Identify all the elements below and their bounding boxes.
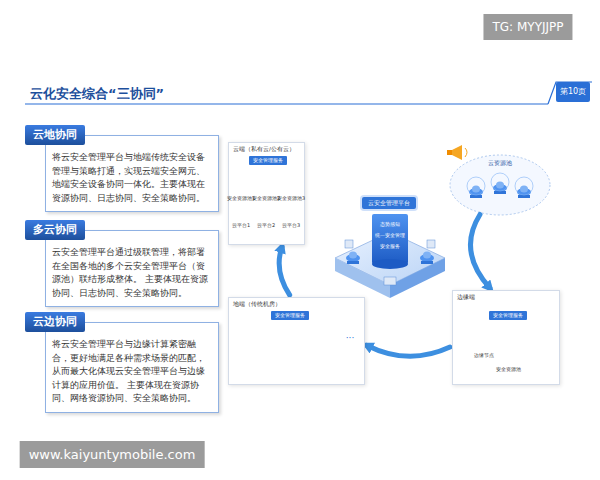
- section-tab: 多云协同: [25, 220, 85, 240]
- platform-name: 云平台2: [257, 222, 275, 229]
- service-label: 安全管理服务: [275, 312, 305, 319]
- panel-heading: 边缘端: [457, 294, 555, 301]
- platform-name: 云平台1: [232, 222, 250, 229]
- service-box: 安全管理服务: [489, 311, 527, 320]
- page-number: 第10页: [556, 82, 590, 102]
- cycle-arrow: [279, 247, 290, 295]
- watermark: www.kaiyuntymobile.com: [20, 441, 205, 468]
- column-label: 统一安全管理: [375, 233, 405, 240]
- section-box: 多云协同云安全管理平台通过级联管理，将部署在全国各地的多个云安全管理平台（资源池…: [45, 230, 219, 307]
- service-box: 安全管理服务: [249, 156, 287, 165]
- section-body: 云安全管理平台通过级联管理，将部署在全国各地的多个云安全管理平台（资源池）联结形…: [52, 246, 213, 300]
- pool-label: 安全资源池: [496, 366, 521, 373]
- edge-node-label: 边缘节点: [474, 352, 494, 359]
- watermark: TG: MYYJJPP: [483, 14, 572, 40]
- pool-label: 安全资源池2: [252, 195, 280, 202]
- page-title: 云化安全综合“三协同”: [30, 85, 164, 103]
- section-box: 云地协同将云安全管理平台与地端传统安全设备管理与策略打通，实现云端安全网元、地端…: [45, 135, 219, 212]
- cycle-arrow: [367, 345, 450, 356]
- section-body: 将云安全管理平台与边缘计算紧密融合，更好地满足各种需求场景的匹配，从而最大化体现…: [52, 338, 213, 406]
- section-tab: 云边协同: [25, 312, 85, 332]
- service-box: 安全管理服务: [271, 311, 309, 320]
- column-label: 态势感知: [380, 222, 400, 229]
- ground-panel: 地端（传统机房） 安全管理服务: [228, 297, 365, 385]
- more-dots: ···: [346, 333, 355, 344]
- section-tab: 云地协同: [25, 125, 85, 145]
- cycle-arrow: [470, 214, 489, 288]
- panel-heading: 地端（传统机房）: [233, 301, 360, 308]
- cloud-pool-oval: 云资源池: [450, 155, 550, 215]
- column-label: 安全服务: [380, 244, 400, 251]
- page-badge: 第10页: [556, 82, 590, 102]
- platform-box: 云安全管理平台: [362, 197, 416, 209]
- platform-name: 云平台3: [282, 222, 300, 229]
- section-body: 将云安全管理平台与地端传统安全设备管理与策略打通，实现云端安全网元、地端安全设备…: [52, 151, 213, 205]
- service-label: 安全管理服务: [493, 312, 523, 319]
- panel-heading: 云端（私有云/公有云）: [233, 146, 300, 153]
- pool-label: 安全资源池1: [227, 195, 255, 202]
- service-label: 安全管理服务: [253, 157, 283, 164]
- oval-label: 云资源池: [450, 155, 550, 167]
- platform-label: 云安全管理平台: [368, 199, 410, 207]
- section-box: 云边协同将云安全管理平台与边缘计算紧密融合，更好地满足各种需求场景的匹配，从而最…: [45, 322, 219, 413]
- cloud-panel: 云端（私有云/公有云） 安全管理服务: [228, 142, 305, 245]
- pool-label: 安全资源池3: [277, 195, 305, 202]
